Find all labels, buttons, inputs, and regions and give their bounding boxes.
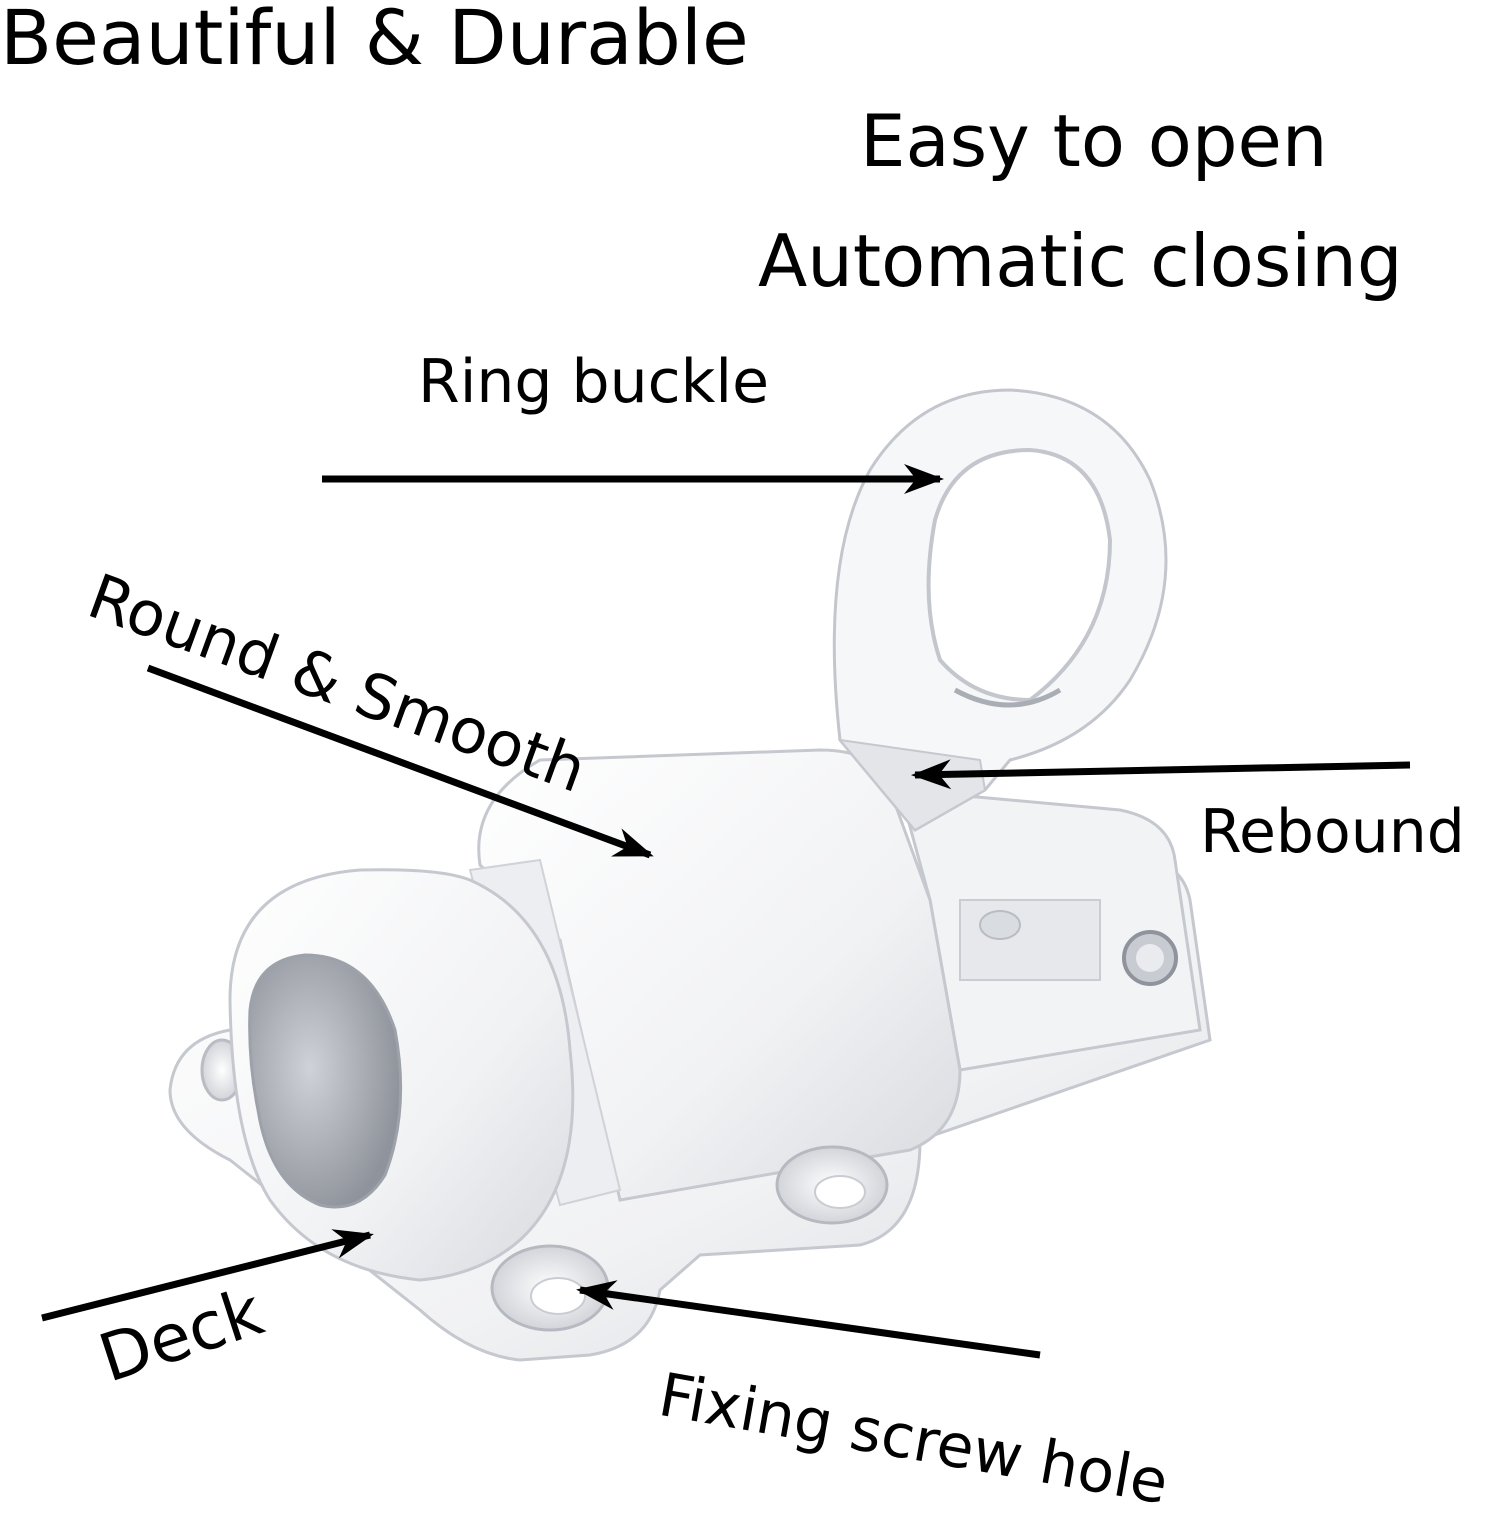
rebound-label: Rebound [1200, 797, 1465, 867]
rebound-slot [959, 899, 1101, 981]
heading-title: Beautiful & Durable [0, 0, 749, 82]
fixing-screw-hole-arrow [576, 1280, 1041, 1359]
slot-screw [979, 910, 1021, 940]
ring-buckle-label: Ring buckle [418, 347, 769, 417]
bolt-bore [248, 953, 403, 1209]
rebound-arrow [911, 759, 1411, 790]
deck-arrow [41, 1229, 374, 1322]
feature-automatic-closing: Automatic closing [758, 219, 1403, 303]
round-smooth-arrow [146, 664, 654, 859]
feature-easy-open: Easy to open [860, 99, 1328, 183]
ring-buckle-hole [926, 447, 1113, 703]
